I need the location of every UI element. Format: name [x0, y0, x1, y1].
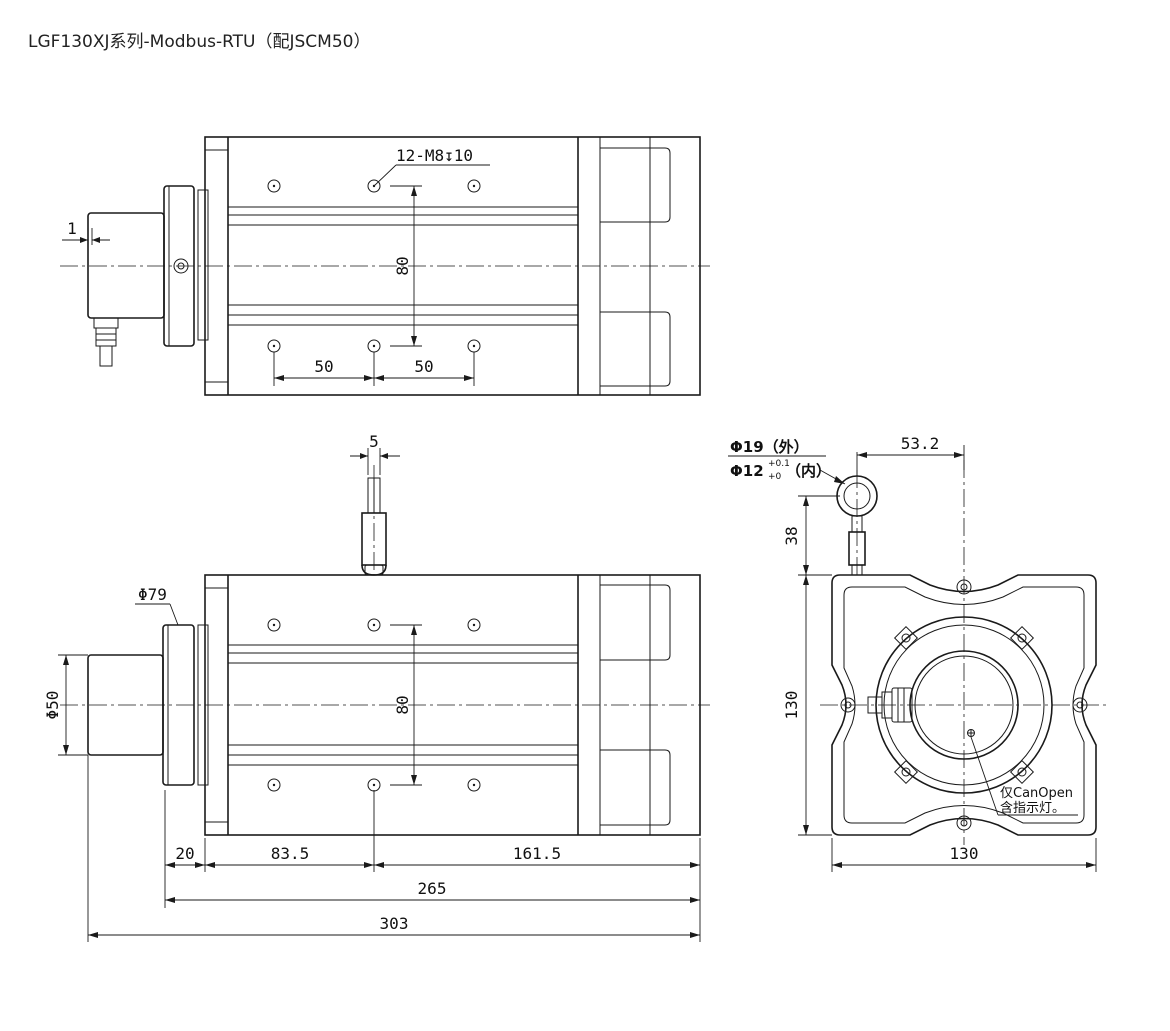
top-encoder-body — [87, 212, 165, 319]
dim-ring-height: 38 — [782, 526, 801, 545]
indicator-light — [967, 729, 975, 737]
dim-cable-width: 5 — [369, 432, 379, 451]
front-mounting-holes — [267, 618, 481, 792]
ring-tol-upper: +0.1 — [768, 459, 790, 469]
dim-303: 303 — [380, 914, 409, 933]
dim-pitch-right: 50 — [414, 357, 433, 376]
dim-flange-gap: 1 — [67, 219, 77, 238]
ring-outer-dia: Φ19（外） — [730, 438, 809, 456]
hole-callout: 12-M8↧10 — [396, 146, 473, 165]
side-view: 53.2 38 130 130 Φ19（外） Φ12 +0.1 +0 （内） 仅… — [728, 434, 1110, 872]
dim-265: 265 — [418, 879, 447, 898]
dim-pitch-left: 50 — [314, 357, 333, 376]
dim-83-5: 83.5 — [271, 844, 310, 863]
dim-side-height: 130 — [782, 691, 801, 720]
dim-encoder-dia: Φ50 — [43, 691, 62, 720]
dim-ring-offset: 53.2 — [901, 434, 940, 453]
dim-161-5: 161.5 — [513, 844, 561, 863]
top-view: 12-M8↧10 80 50 50 1 — [60, 136, 710, 396]
dim-flange-dia: Φ79 — [138, 585, 167, 604]
dim-side-width: 130 — [950, 844, 979, 863]
ring-inner-dia: Φ12 — [730, 462, 764, 480]
ring-tol-lower: +0 — [768, 472, 782, 482]
dim-top-rows: 80 — [393, 256, 412, 275]
dim-20: 20 — [175, 844, 194, 863]
ring-inner-suffix: （内） — [786, 462, 831, 480]
front-view: 80 5 Φ79 Φ50 20 83.5 161.5 — [43, 432, 710, 942]
note-line-1: 仅CanOpen — [1000, 786, 1073, 801]
note-line-2: 含指示灯。 — [1000, 800, 1065, 816]
side-diamond-screws — [893, 625, 1035, 785]
side-housing-outline — [831, 574, 1097, 836]
dim-front-rows: 80 — [393, 695, 412, 714]
drawing-title: LGF130XJ系列-Modbus-RTU（配JSCM50） — [28, 32, 371, 52]
